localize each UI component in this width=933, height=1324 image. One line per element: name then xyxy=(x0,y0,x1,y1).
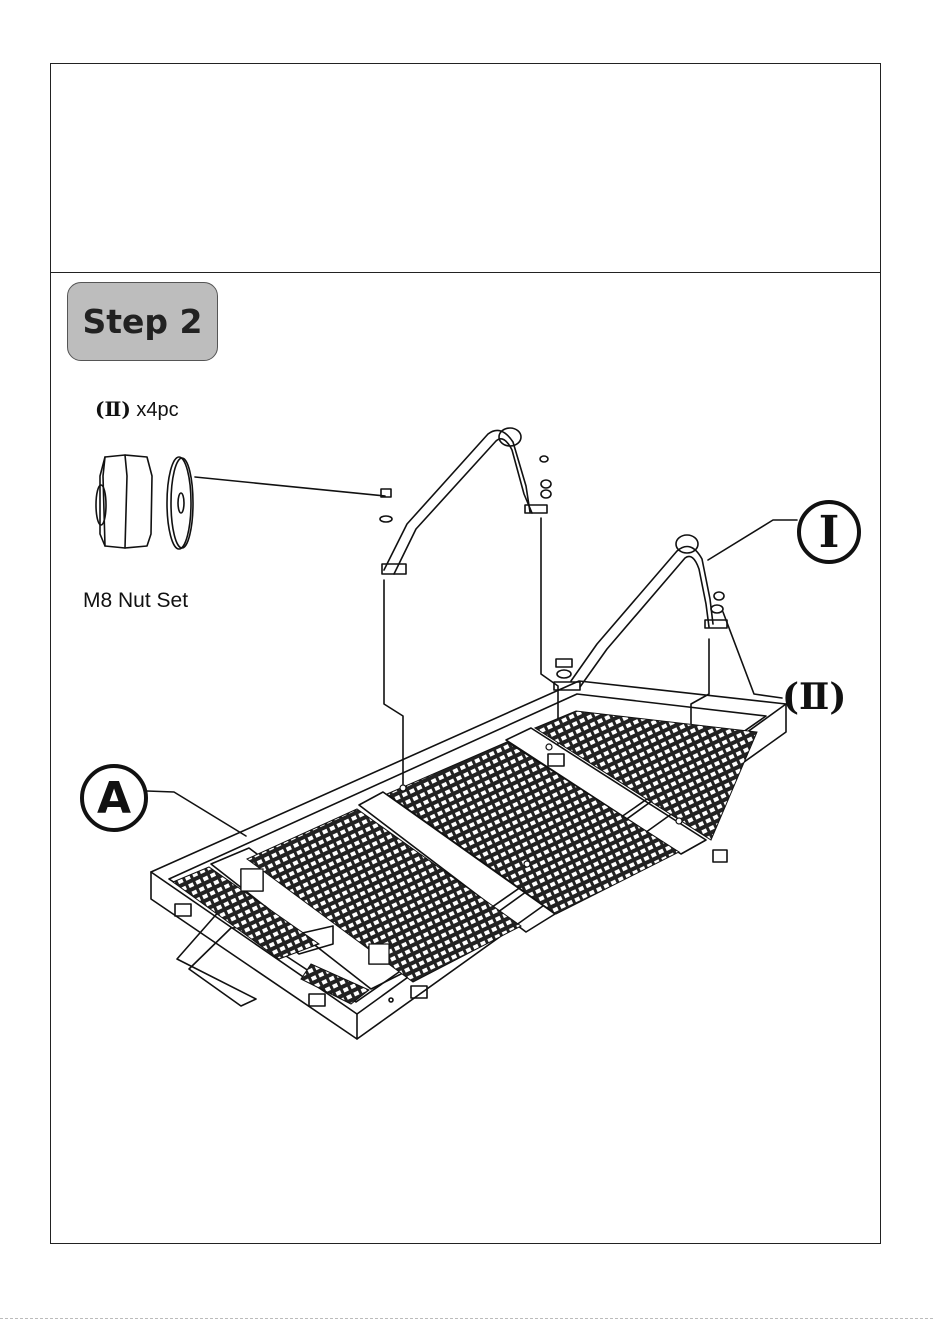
callout-frame: A xyxy=(80,764,148,832)
assembly-drawing xyxy=(51,64,882,1245)
mesh-panels xyxy=(173,711,757,1004)
instruction-frame: Step 2 (Ⅱ) x4pc M8 Nut Set xyxy=(50,63,881,1244)
callout-bracket-label: Ⅰ xyxy=(819,507,840,558)
callout-nut-set: (Ⅱ) xyxy=(782,676,846,718)
washer-icon xyxy=(167,457,193,549)
nut-icon xyxy=(96,455,152,548)
page-cut-line xyxy=(0,1318,933,1319)
leader-line-nut xyxy=(195,477,385,496)
callout-frame-label: A xyxy=(97,773,131,824)
callout-bracket: Ⅰ xyxy=(797,500,861,564)
